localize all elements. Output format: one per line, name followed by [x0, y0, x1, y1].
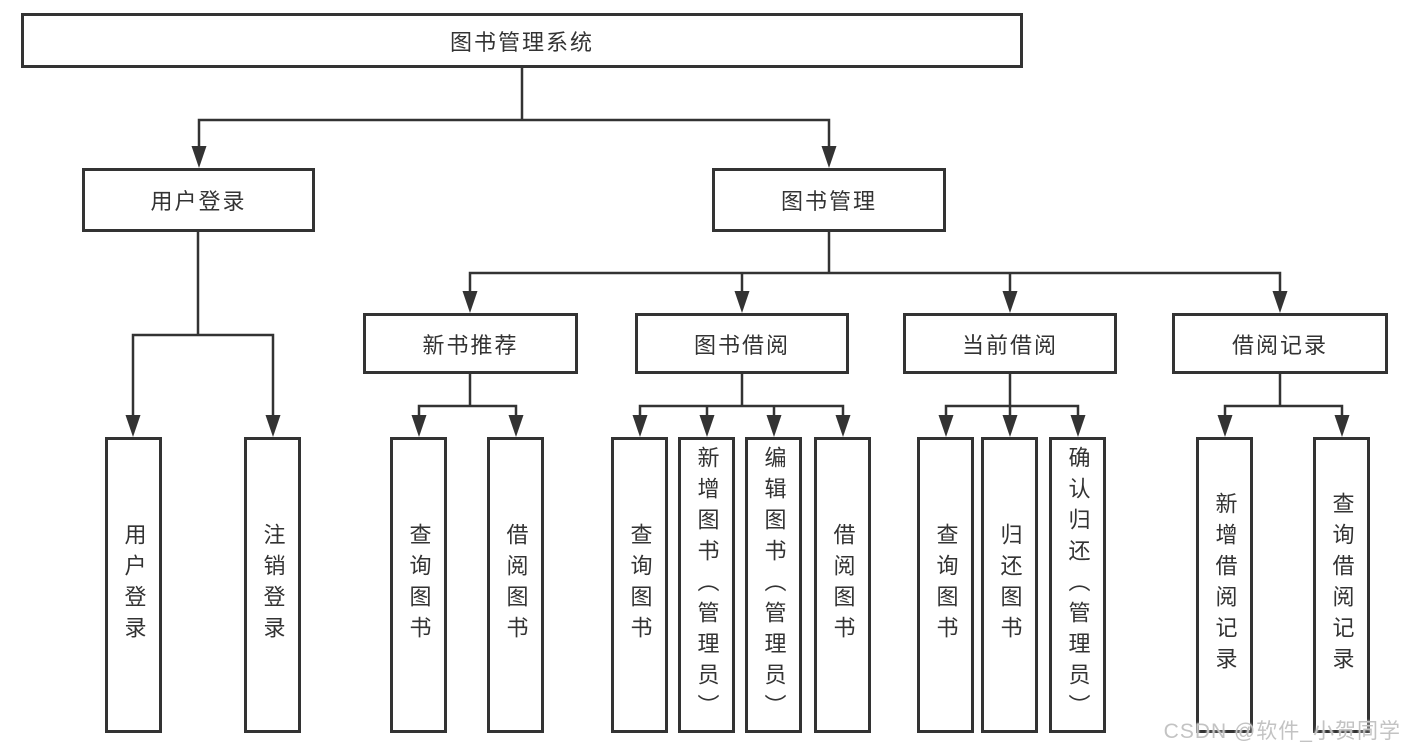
- arrowhead: [1070, 415, 1086, 437]
- node-query-borrow-record: 查询借阅记录: [1313, 437, 1370, 733]
- arrowhead: [1217, 415, 1233, 437]
- node-library-system: 图书管理系统: [21, 13, 1023, 68]
- arrowhead: [835, 415, 851, 437]
- node-logout-action: 注销登录: [244, 437, 301, 733]
- arrowheads: [125, 146, 1350, 437]
- arrowhead: [1334, 415, 1350, 437]
- arrowhead: [938, 415, 954, 437]
- node-recommend-borrow-books: 借阅图书: [487, 437, 544, 733]
- node-recommend-query-books: 查询图书: [390, 437, 447, 733]
- node-book-borrowing: 图书借阅: [635, 313, 849, 374]
- arrowhead: [699, 415, 715, 437]
- connector-path: [131, 68, 1344, 418]
- arrowhead: [766, 415, 782, 437]
- arrowhead: [411, 415, 427, 437]
- node-borrowing-query-books: 查询图书: [611, 437, 668, 733]
- arrowhead: [632, 415, 648, 437]
- node-borrow-records: 借阅记录: [1172, 313, 1388, 374]
- arrowhead: [125, 415, 141, 437]
- arrowhead: [508, 415, 524, 437]
- node-user-login-action: 用户登录: [105, 437, 162, 733]
- arrowhead: [462, 291, 478, 313]
- node-new-book-recommend: 新书推荐: [363, 313, 578, 374]
- node-current-borrowing: 当前借阅: [903, 313, 1117, 374]
- node-confirm-return-admin: 确认归还（管理员）: [1049, 437, 1106, 733]
- arrowhead: [1002, 415, 1018, 437]
- arrowhead: [821, 146, 837, 168]
- arrowhead: [1002, 291, 1018, 313]
- arrowhead: [191, 146, 207, 168]
- arrowhead: [734, 291, 750, 313]
- arrowhead: [1272, 291, 1288, 313]
- node-current-query-books: 查询图书: [917, 437, 974, 733]
- node-user-login: 用户登录: [82, 168, 315, 232]
- node-edit-book-admin: 编辑图书（管理员）: [745, 437, 802, 733]
- csdn-watermark: CSDN @软件_小贺同学: [1163, 720, 1401, 743]
- arrowhead: [265, 415, 281, 437]
- node-add-book-admin: 新增图书（管理员）: [678, 437, 735, 733]
- node-book-management: 图书管理: [712, 168, 946, 232]
- node-return-book: 归还图书: [981, 437, 1038, 733]
- node-add-borrow-record: 新增借阅记录: [1196, 437, 1253, 733]
- node-borrowing-borrow-books: 借阅图书: [814, 437, 871, 733]
